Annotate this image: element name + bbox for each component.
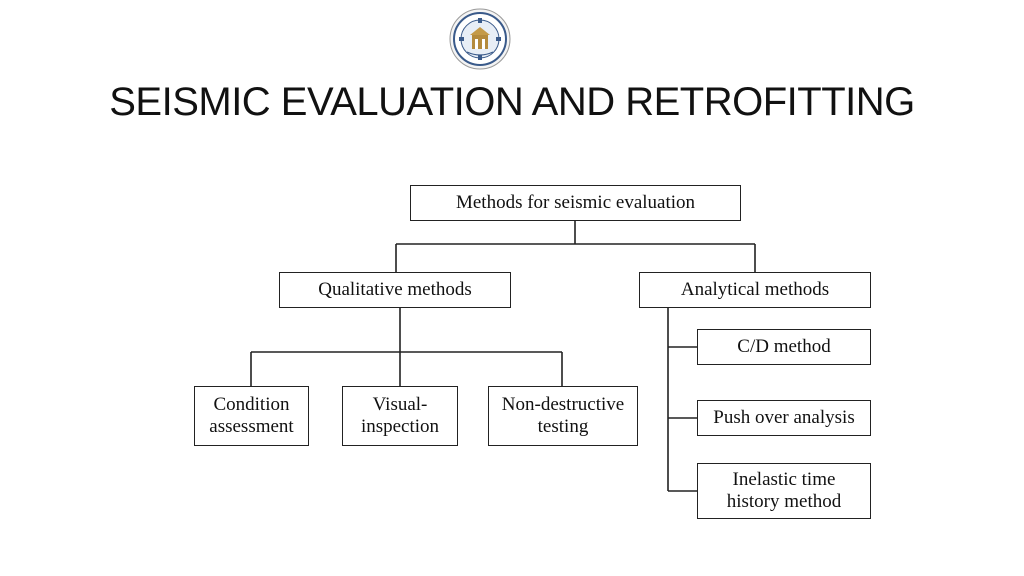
inelastic-time-history-label: Inelastic time history method	[726, 469, 842, 512]
non-destructive-testing-label: Non-destructive testing	[501, 394, 625, 437]
faculty-logo	[449, 8, 511, 70]
condition-assessment-label: Condition assessment	[209, 394, 294, 437]
seal-icon	[449, 8, 511, 70]
root-node: Methods for seismic evaluation	[410, 185, 741, 221]
inelastic-time-history-node: Inelastic time history method	[697, 463, 871, 519]
cd-method-label: C/D method	[737, 336, 831, 357]
push-over-analysis-node: Push over analysis	[697, 400, 871, 436]
analytical-node-label: Analytical methods	[680, 279, 830, 300]
qualitative-node: Qualitative methods	[279, 272, 511, 308]
qualitative-node-label: Qualitative methods	[318, 279, 472, 300]
page-title: SEISMIC EVALUATION AND RETROFITTING	[109, 80, 915, 124]
analytical-node: Analytical methods	[639, 272, 871, 308]
visual-inspection-node: Visual-inspection	[342, 386, 458, 446]
push-over-analysis-label: Push over analysis	[713, 407, 855, 428]
cd-method-node: C/D method	[697, 329, 871, 365]
non-destructive-testing-node: Non-destructive testing	[488, 386, 638, 446]
condition-assessment-node: Condition assessment	[194, 386, 309, 446]
root-node-label: Methods for seismic evaluation	[455, 192, 696, 213]
visual-inspection-label: Visual-inspection	[360, 394, 440, 437]
